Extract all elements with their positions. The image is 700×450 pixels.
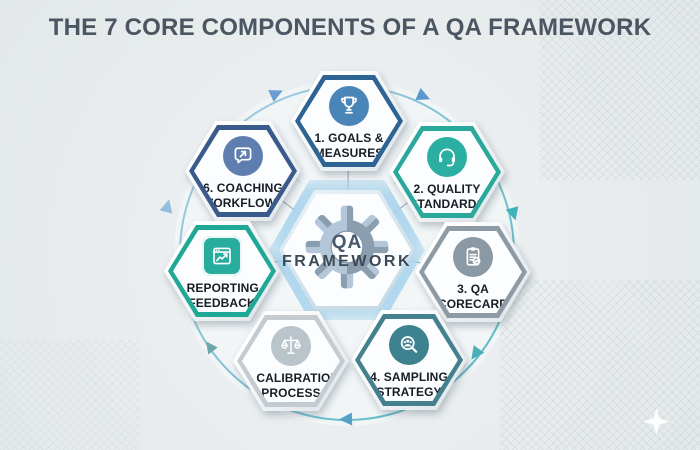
node-qa-scorecards: 3. QA SCORECARDS: [415, 222, 531, 322]
chat-arrow-icon: [223, 136, 263, 176]
node-label: 5. CALIBRATION PROCESS: [242, 371, 340, 400]
center-label-framework: FRAMEWORK: [281, 253, 413, 270]
node-label: 4. SAMPLING STRATEGY: [370, 370, 448, 399]
page-title: THE 7 CORE COMPONENTS OF A QA FRAMEWORK: [48, 14, 652, 41]
node-label: 7. REPORTING & FEEDBACK: [172, 281, 272, 310]
node-sampling-strategy: 4. SAMPLING STRATEGY: [351, 310, 467, 410]
node-goals-measures: 1. GOALS & MEASURES: [291, 71, 407, 171]
clipboard-check-icon: [453, 237, 493, 277]
headset-icon: [427, 137, 467, 177]
gear-icon: [305, 205, 389, 289]
node-label: 2. QUALITY STANDARDS: [409, 182, 485, 211]
node-quality-standards: 2. QUALITY STANDARDS: [389, 122, 505, 222]
node-label: 1. GOALS & MEASURES: [314, 131, 384, 160]
node-coaching-workflows: 6. COACHING WORKFLOWS: [185, 121, 301, 221]
scales-icon: [271, 326, 311, 366]
center-label-qa: QA: [331, 232, 363, 253]
trophy-icon: [329, 86, 369, 126]
node-reporting-feedback: 7. REPORTING & FEEDBACK: [164, 221, 280, 321]
node-label: 3. QA SCORECARDS: [429, 282, 517, 311]
node-label: 6. COACHING WORKFLOWS: [201, 181, 285, 210]
node-calibration-process: 5. CALIBRATION PROCESS: [233, 311, 349, 411]
chart-window-icon: [202, 236, 242, 276]
center-node-qa-framework: QA FRAMEWORK: [269, 180, 425, 320]
search-people-icon: [389, 325, 429, 365]
